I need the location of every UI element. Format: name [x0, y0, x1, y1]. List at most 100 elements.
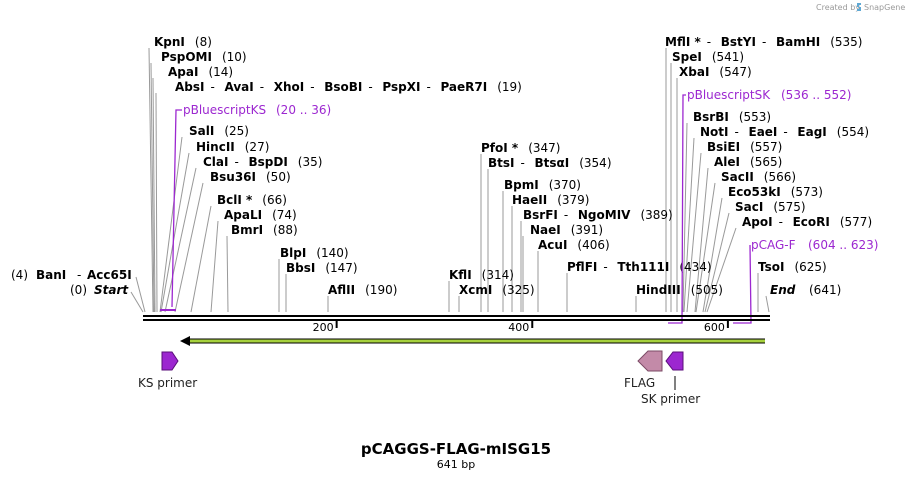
site-kpni[interactable]: KpnI (8)	[154, 35, 212, 49]
site-kpni-pos: (8)	[195, 35, 212, 49]
site-bbsi[interactable]: BbsI(147)	[286, 261, 358, 275]
site-absi-sep: -	[310, 80, 314, 94]
site-sali[interactable]: SalI(25)	[189, 124, 249, 138]
site-pfoi[interactable]: PfoI *(347)	[481, 141, 560, 155]
tick-label-400: 400	[508, 321, 529, 334]
site-sacii[interactable]: SacII(566)	[721, 170, 796, 184]
site-hincii[interactable]: HincII(27)	[196, 140, 269, 154]
site-noti[interactable]: NotI-EaeI-EagI(554)	[700, 125, 869, 139]
site-bsrbi[interactable]: BsrBI(553)	[693, 110, 771, 124]
site-mfli-sep: -	[707, 35, 711, 49]
site-alei[interactable]: AleI(565)	[714, 155, 782, 169]
site-apoi[interactable]: ApoI-EcoRI(577)	[742, 215, 872, 229]
site-saci[interactable]: SacI(575)	[735, 200, 806, 214]
site-eco53ki[interactable]: Eco53kI(573)	[728, 185, 823, 199]
feature-flag[interactable]: FLAG	[624, 350, 663, 390]
site-blpi-pos: (140)	[316, 246, 348, 260]
site-kfli[interactable]: KflI (314)	[449, 268, 514, 282]
site-start[interactable]: (0) Start	[70, 283, 129, 297]
leader-bsiei	[686, 152, 702, 313]
site-aflii[interactable]: AflII(190)	[328, 283, 397, 297]
leader-clai	[164, 167, 197, 313]
site-bani-pos: (4)	[11, 268, 28, 282]
site-bmri[interactable]: BmrI(88)	[231, 223, 298, 237]
credit-brand: SnapGene	[864, 3, 905, 12]
site-haeii-pos: (379)	[557, 193, 589, 207]
site-clai[interactable]: ClaI-BspDI(35)	[203, 155, 322, 169]
leader-eco53ki	[702, 197, 723, 313]
site-bani-sep: -	[77, 268, 81, 282]
site-kfli-name-1: KflI	[449, 268, 472, 282]
primer-site-pcag-f-name: pCAG-F	[751, 238, 796, 252]
site-bani-name-2: Acc65I	[87, 268, 132, 282]
feature-sk-primer[interactable]: SK primer	[641, 351, 700, 406]
site-apoi-name-1: ApoI	[742, 215, 773, 229]
site-btsi[interactable]: BtsI-BtsαI(354)	[488, 156, 612, 170]
site-xcmi[interactable]: XcmI(325)	[459, 283, 535, 297]
site-pspomi-pos: (10)	[222, 50, 247, 64]
site-apoi-name-2: EcoRI	[793, 215, 830, 229]
site-pspomi-name-1: PspOMI	[161, 50, 212, 64]
site-hindiii[interactable]: HindIII(505)	[636, 283, 723, 297]
site-bpmi[interactable]: BpmI(370)	[504, 178, 581, 192]
leader-end	[765, 295, 770, 313]
site-end-name: End	[770, 283, 796, 297]
leader-absi	[155, 92, 158, 313]
site-end[interactable]: End (641)	[770, 283, 841, 297]
site-blpi[interactable]: BlpI (140)	[280, 246, 349, 260]
site-bcli-pos: (66)	[262, 193, 287, 207]
site-mfli[interactable]: MflI *-BstYI-BamHI(535)	[665, 35, 863, 49]
site-bsrfi[interactable]: BsrFI-NgoMIV(389)	[523, 208, 673, 222]
feature-ks-primer[interactable]: KS primer	[138, 351, 197, 390]
leader-bsu36i	[174, 182, 204, 313]
site-kpni-name-1: KpnI	[154, 35, 185, 49]
site-start-pos: (0)	[70, 283, 87, 297]
site-xbai-name-1: XbaI	[679, 65, 709, 79]
plasmid-length: 641 bp	[437, 458, 475, 471]
site-naei-name-1: NaeI	[530, 223, 561, 237]
site-mfli-name-2: BstYI	[721, 35, 756, 49]
site-bani[interactable]: (4) BanI - Acc65I	[11, 268, 132, 282]
site-tsoi[interactable]: TsoI(625)	[758, 260, 827, 274]
site-absi-name-2: AvaI	[224, 80, 253, 94]
primer-site-pcag-f[interactable]: pCAG-F (604 .. 623)	[751, 238, 878, 252]
site-pspomi[interactable]: PspOMI (10)	[161, 50, 247, 64]
site-naei[interactable]: NaeI(391)	[530, 223, 603, 237]
site-acui[interactable]: AcuI(406)	[538, 238, 610, 252]
site-pfoi-pos: (347)	[528, 141, 560, 155]
site-kfli-pos: (314)	[482, 268, 514, 282]
site-apai[interactable]: ApaI(14)	[168, 65, 233, 79]
site-apai-name-1: ApaI	[168, 65, 198, 79]
site-absi[interactable]: AbsI-AvaI-XhoI-BsoBI-PspXI-PaeR7I(19)	[175, 80, 522, 94]
site-blpi-name-1: BlpI	[280, 246, 306, 260]
site-apali[interactable]: ApaLI(74)	[224, 208, 297, 222]
orf-arrow[interactable]	[180, 336, 765, 346]
site-clai-name-2: BspDI	[248, 155, 287, 169]
site-bsiei[interactable]: BsiEI(557)	[707, 140, 782, 154]
site-bbsi-pos: (147)	[325, 261, 357, 275]
site-bsu36i[interactable]: Bsu36I(50)	[210, 170, 291, 184]
site-haeii[interactable]: HaeII (379)	[512, 193, 590, 207]
site-absi-name-3: XhoI	[274, 80, 305, 94]
ks-primer-arrow-icon	[161, 351, 179, 371]
site-pflfi[interactable]: PflFI-Tth111I(434)	[567, 260, 712, 274]
leader-bani	[135, 276, 146, 313]
site-haeii-name-1: HaeII	[512, 193, 547, 207]
site-bsiei-name-1: BsiEI	[707, 140, 740, 154]
site-bmri-pos: (88)	[273, 223, 298, 237]
primer-site-pbluescriptsk[interactable]: pBluescriptSK (536 .. 552)	[687, 88, 851, 102]
site-bpmi-name-1: BpmI	[504, 178, 539, 192]
primer-site-pbluescriptks[interactable]: pBluescriptKS (20 .. 36)	[183, 103, 331, 117]
leader-lines	[148, 47, 759, 313]
site-spei[interactable]: SpeI(541)	[672, 50, 744, 64]
site-bcli[interactable]: BclI *(66)	[217, 193, 287, 207]
credit-text: Created by	[816, 3, 860, 12]
site-bani-name-1: BanI	[36, 268, 66, 282]
leader-bmri	[226, 235, 229, 313]
site-absi-sep: -	[260, 80, 264, 94]
snapgene-logo-icon	[857, 3, 861, 11]
leader-sacii	[695, 182, 716, 313]
site-xbai[interactable]: XbaI(547)	[679, 65, 752, 79]
sk-primer-arrow-icon	[665, 351, 684, 371]
